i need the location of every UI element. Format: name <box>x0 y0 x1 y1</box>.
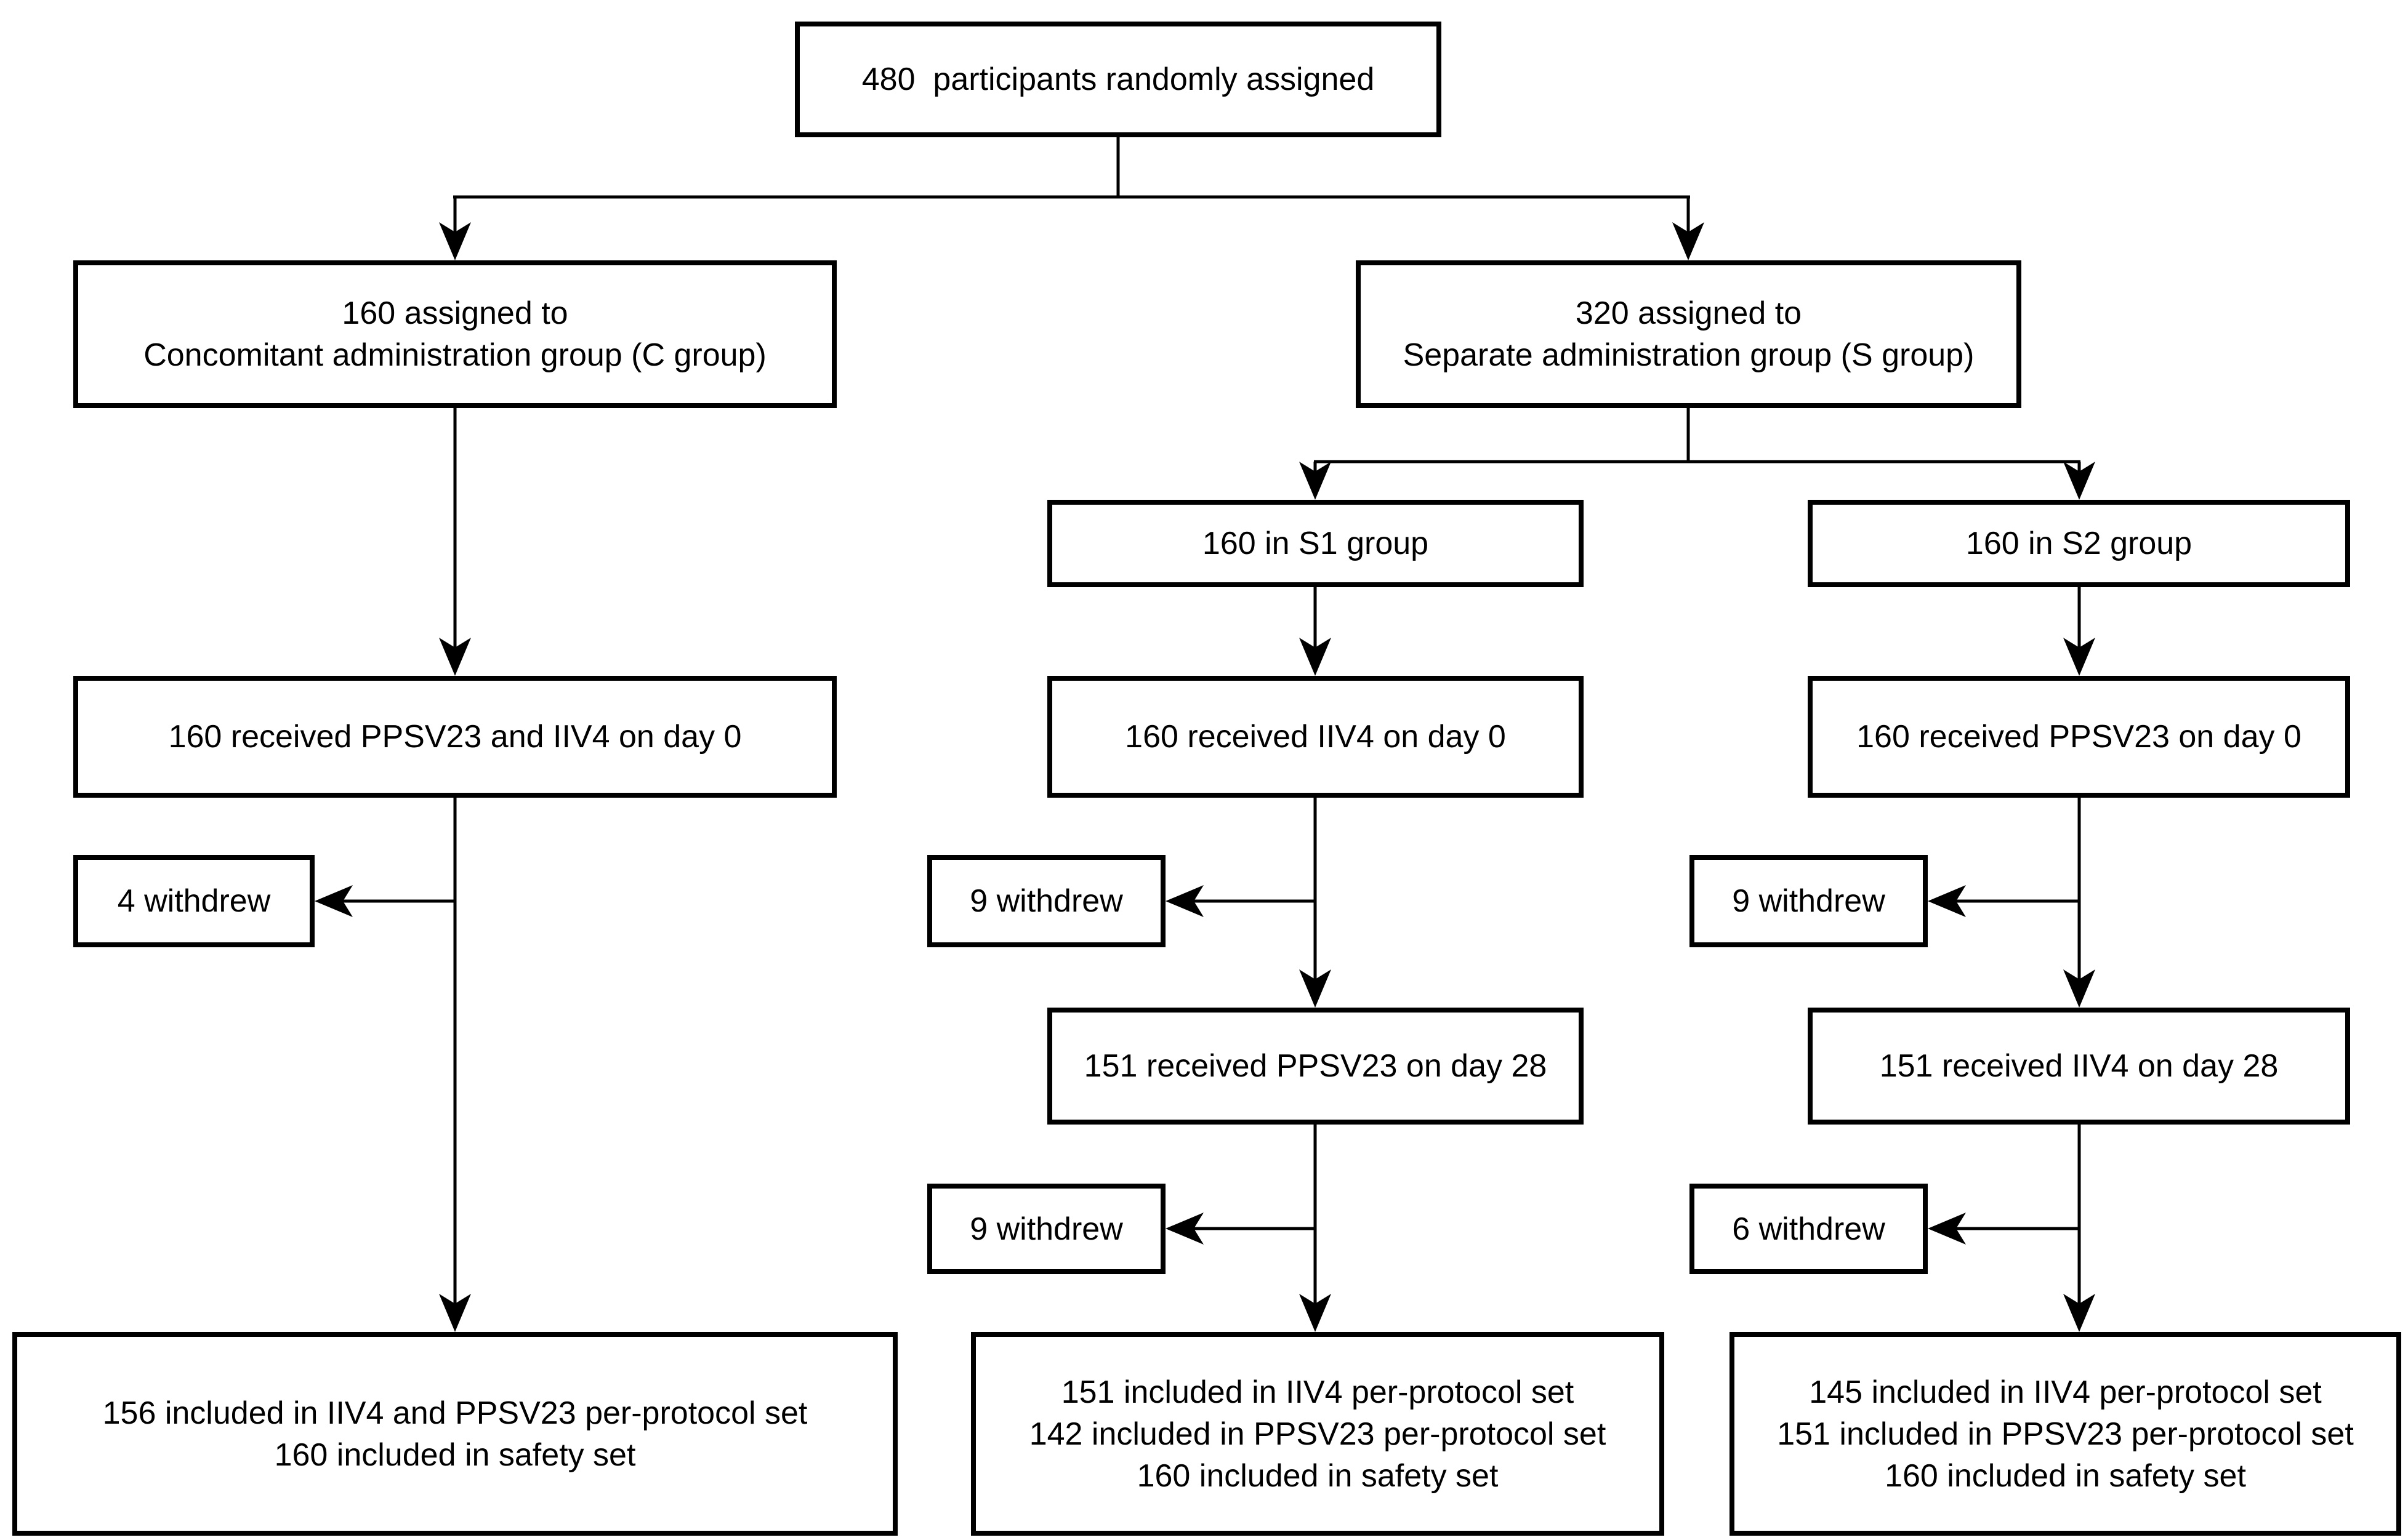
arrow-left-icon <box>1928 885 1966 917</box>
arrow-down-icon <box>439 638 471 676</box>
flow-box-s2-final-sets: 145 included in IIV4 per-protocol set 15… <box>1729 1332 2401 1536</box>
flow-box-text: 480 participants randomly assigned <box>861 62 1375 97</box>
flow-box-text: 160 in S2 group <box>1965 526 2193 561</box>
arrow-down-icon <box>1299 462 1331 500</box>
arrow-down-icon <box>439 1294 471 1332</box>
flow-box-s1-day28: 151 received PPSV23 on day 28 <box>1047 1008 1584 1125</box>
flow-box-text: 160 received IIV4 on day 0 <box>1125 719 1506 755</box>
flow-box-text: 320 assigned to <box>1575 295 1802 331</box>
flow-box-text: 160 received PPSV23 on day 0 <box>1856 719 2301 755</box>
flow-box-text: 160 assigned to <box>342 295 568 331</box>
arrow-left-icon <box>1928 1213 1966 1245</box>
flow-box-s1-day0: 160 received IIV4 on day 0 <box>1047 676 1584 798</box>
connector-lines <box>343 137 2081 1304</box>
flow-box-text: 9 withdrew <box>1732 883 1885 919</box>
arrow-down-icon <box>1299 969 1331 1008</box>
flow-box-text: 6 withdrew <box>1732 1211 1885 1247</box>
arrow-left-icon <box>1166 1213 1204 1245</box>
arrow-down-icon <box>1672 222 1704 260</box>
flow-box-text: 160 included in safety set <box>1885 1458 2246 1494</box>
flow-box-text: 160 included in safety set <box>1137 1458 1499 1494</box>
flow-box-text: 160 received PPSV23 and IIV4 on day 0 <box>168 719 742 755</box>
flow-box-s2-group: 160 in S2 group <box>1808 500 2350 587</box>
flow-box-text: Separate administration group (S group) <box>1403 337 1975 373</box>
flow-box-text: 160 in S1 group <box>1202 526 1429 561</box>
flow-box-s2-day28: 151 received IIV4 on day 28 <box>1808 1008 2350 1125</box>
flow-box-text: Concomitant administration group (C grou… <box>143 337 767 373</box>
flow-box-s1-withdrew-1: 9 withdrew <box>927 855 1166 947</box>
arrow-down-icon <box>2063 638 2095 676</box>
flow-box-s1-final-sets: 151 included in IIV4 per-protocol set 14… <box>971 1332 1664 1536</box>
flow-box-s1-withdrew-2: 9 withdrew <box>927 1184 1166 1274</box>
flow-box-s-assigned: 320 assigned to Separate administration … <box>1356 260 2021 408</box>
flow-box-text: 9 withdrew <box>970 883 1123 919</box>
flow-box-text: 151 received IIV4 on day 28 <box>1879 1048 2279 1084</box>
flow-box-c-day0: 160 received PPSV23 and IIV4 on day 0 <box>73 676 837 798</box>
arrow-down-icon <box>1299 638 1331 676</box>
flow-box-text: 4 withdrew <box>117 883 271 919</box>
arrow-down-icon <box>1299 1294 1331 1332</box>
flow-box-c-assigned: 160 assigned to Concomitant administrati… <box>73 260 837 408</box>
flow-box-text: 151 received PPSV23 on day 28 <box>1084 1048 1547 1084</box>
flow-box-c-final-sets: 156 included in IIV4 and PPSV23 per-prot… <box>12 1332 898 1536</box>
flow-box-s1-group: 160 in S1 group <box>1047 500 1584 587</box>
flow-box-text: 151 included in PPSV23 per-protocol set <box>1777 1416 2354 1452</box>
flow-box-s2-day0: 160 received PPSV23 on day 0 <box>1808 676 2350 798</box>
arrow-down-icon <box>2063 1294 2095 1332</box>
flow-box-s2-withdrew-1: 9 withdrew <box>1689 855 1928 947</box>
arrowheads <box>315 222 2095 1332</box>
flow-box-text: 145 included in IIV4 per-protocol set <box>1809 1374 2322 1410</box>
flow-box-randomized: 480 participants randomly assigned <box>795 22 1441 137</box>
arrow-down-icon <box>439 222 471 260</box>
flow-box-text: 142 included in PPSV23 per-protocol set <box>1029 1416 1606 1452</box>
flow-box-text: 151 included in IIV4 per-protocol set <box>1061 1374 1574 1410</box>
flow-box-text: 156 included in IIV4 and PPSV23 per-prot… <box>102 1395 808 1431</box>
arrow-left-icon <box>1166 885 1204 917</box>
flow-box-text: 9 withdrew <box>970 1211 1123 1247</box>
flow-box-s2-withdrew-2: 6 withdrew <box>1689 1184 1928 1274</box>
arrow-left-icon <box>315 885 353 917</box>
arrow-down-icon <box>2063 462 2095 500</box>
flow-box-text: 160 included in safety set <box>274 1437 636 1473</box>
flow-box-c-withdrew: 4 withdrew <box>73 855 315 947</box>
arrow-down-icon <box>2063 969 2095 1008</box>
